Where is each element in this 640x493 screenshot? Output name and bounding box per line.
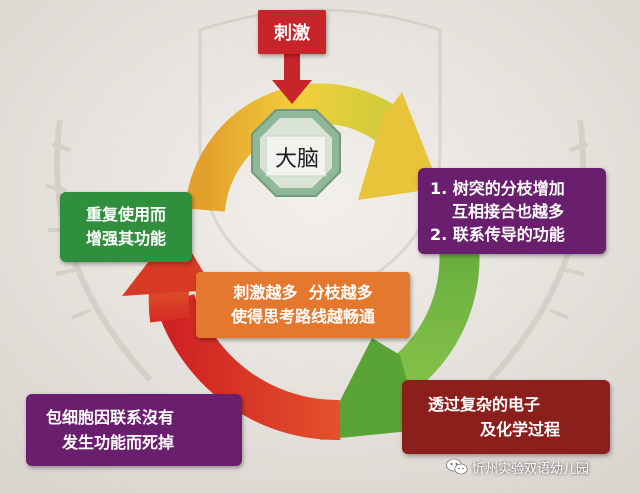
- cell-death-line-1: 包细胞因联系沒有: [46, 408, 175, 427]
- watermark-text: 忻州实验双语幼儿园: [472, 461, 590, 477]
- center-text-line-1: 刺激越多 分枝越多: [233, 283, 373, 302]
- stimulus-box: 刺激: [258, 10, 326, 54]
- cycle-arrow-bottom: [155, 293, 341, 441]
- repeated-use-box: 重复使用而 增强其功能: [60, 192, 192, 262]
- cycle-arrowhead-right: [320, 338, 420, 440]
- chemical-process-box: 透过复杂的电子 及化学过程: [402, 380, 610, 454]
- branch-growth-line-3: 2. 联系传导的功能: [430, 224, 565, 244]
- brain-label-panel: [265, 135, 327, 177]
- stimulus-arrow-shaft: [284, 54, 300, 80]
- branch-growth-line-2: 互相接合也越多: [452, 201, 565, 221]
- watermark: 忻州实验双语幼儿园: [446, 455, 589, 479]
- chemical-line-2: 及化学过程: [480, 420, 561, 439]
- cell-death-line-2: 发生功能而死掉: [62, 433, 175, 452]
- repeated-use-line-2: 增强其功能: [85, 229, 166, 248]
- branch-growth-line-1: 1. 树突的分枝增加: [430, 178, 565, 198]
- wechat-icon: [446, 458, 468, 475]
- stimulus-label: 刺激: [274, 23, 310, 44]
- center-text-line-2: 使得思考路线越畅通: [230, 307, 375, 326]
- stimulus-arrow-head: [272, 80, 312, 104]
- repeated-use-line-1: 重复使用而: [85, 205, 166, 224]
- chemical-line-1: 透过复杂的电子: [428, 395, 541, 414]
- branch-growth-box: 1. 树突的分枝增加 互相接合也越多 2. 联系传导的功能: [418, 168, 606, 254]
- center-text-box: 刺激越多 分枝越多 使得思考路线越畅通: [196, 272, 410, 338]
- cell-death-box: 包细胞因联系沒有 发生功能而死掉: [26, 394, 242, 466]
- brain-label: 大脑: [274, 147, 319, 172]
